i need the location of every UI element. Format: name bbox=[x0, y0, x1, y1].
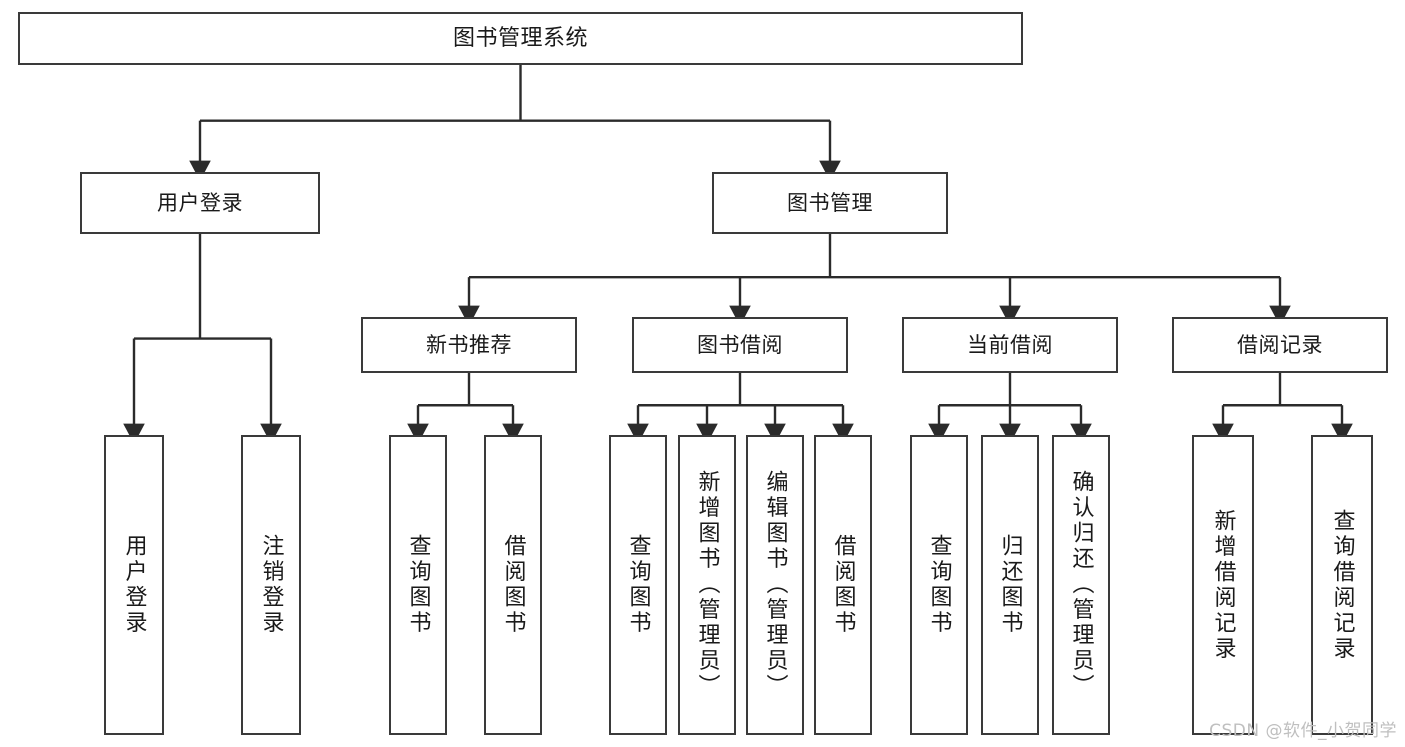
node-label: 新增借阅记录 bbox=[1210, 508, 1236, 662]
node-label: 用户登录 bbox=[121, 534, 147, 636]
node-leaf12: 新增借阅记录 bbox=[1192, 435, 1254, 735]
node-label: 借阅图书 bbox=[500, 534, 526, 636]
node-leaf8: 借阅图书 bbox=[814, 435, 872, 735]
node-borrow: 图书借阅 bbox=[632, 317, 848, 373]
node-current: 当前借阅 bbox=[902, 317, 1118, 373]
node-records: 借阅记录 bbox=[1172, 317, 1388, 373]
node-label: 查询图书 bbox=[926, 534, 952, 636]
node-leaf9: 查询图书 bbox=[910, 435, 968, 735]
node-label: 当前借阅 bbox=[967, 332, 1053, 357]
node-label: 用户登录 bbox=[157, 190, 243, 215]
node-label: 查询图书 bbox=[625, 534, 651, 636]
node-label: 注销登录 bbox=[258, 534, 284, 636]
node-label: 编辑图书（管理员） bbox=[762, 470, 788, 700]
node-login: 用户登录 bbox=[80, 172, 320, 234]
node-label: 查询借阅记录 bbox=[1329, 508, 1355, 662]
node-leaf3: 查询图书 bbox=[389, 435, 447, 735]
node-label: 图书管理系统 bbox=[452, 25, 588, 51]
node-label: 确认归还（管理员） bbox=[1068, 470, 1094, 700]
watermark: CSDN @软件_小贺同学 bbox=[1209, 721, 1397, 741]
node-label: 归还图书 bbox=[997, 534, 1023, 636]
node-leaf6: 新增图书（管理员） bbox=[678, 435, 736, 735]
node-label: 图书管理 bbox=[787, 190, 873, 215]
node-label: 查询图书 bbox=[405, 534, 431, 636]
node-leaf11: 确认归还（管理员） bbox=[1052, 435, 1110, 735]
node-bookmgmt: 图书管理 bbox=[712, 172, 948, 234]
node-label: 借阅图书 bbox=[830, 534, 856, 636]
node-newbook: 新书推荐 bbox=[361, 317, 577, 373]
node-root: 图书管理系统 bbox=[18, 12, 1023, 65]
node-leaf13: 查询借阅记录 bbox=[1311, 435, 1373, 735]
node-label: 新增图书（管理员） bbox=[694, 470, 720, 700]
node-leaf1: 用户登录 bbox=[104, 435, 164, 735]
node-leaf5: 查询图书 bbox=[609, 435, 667, 735]
node-leaf10: 归还图书 bbox=[981, 435, 1039, 735]
node-leaf4: 借阅图书 bbox=[484, 435, 542, 735]
node-label: 新书推荐 bbox=[426, 332, 512, 357]
node-label: 图书借阅 bbox=[697, 332, 783, 357]
node-leaf7: 编辑图书（管理员） bbox=[746, 435, 804, 735]
node-leaf2: 注销登录 bbox=[241, 435, 301, 735]
node-label: 借阅记录 bbox=[1237, 332, 1323, 357]
